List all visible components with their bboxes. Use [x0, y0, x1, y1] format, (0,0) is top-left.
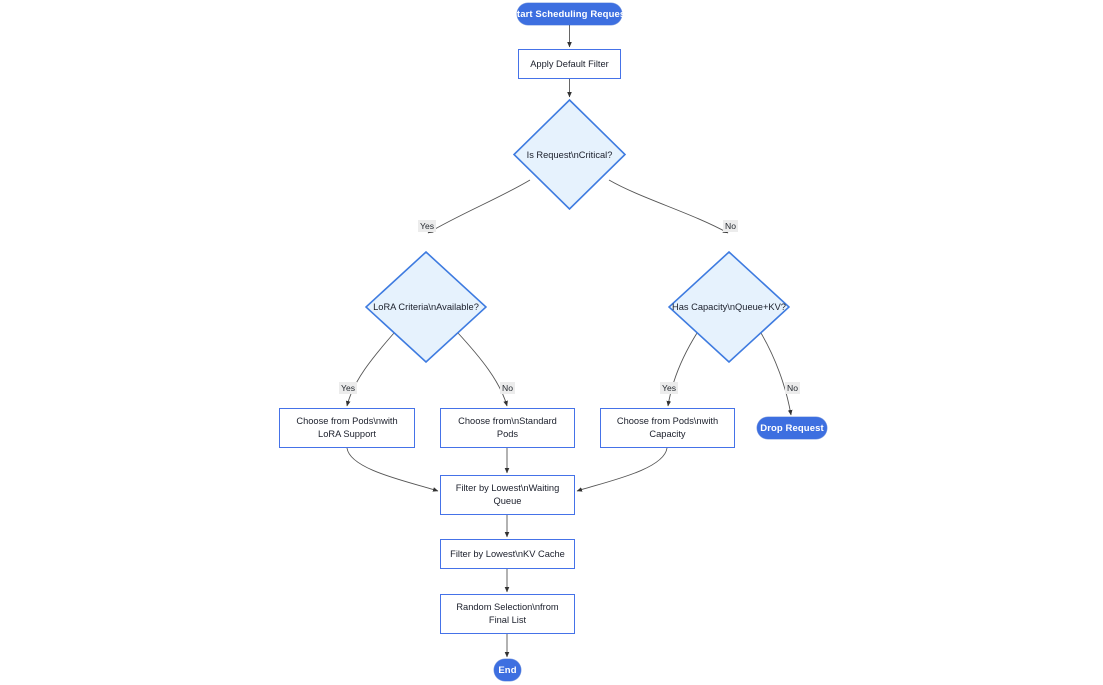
- node-label: Apply Default Filter: [530, 58, 609, 69]
- edge-critical-to-lora: [427, 179, 531, 234]
- node-label: Start Scheduling Request: [510, 8, 629, 20]
- edge-capacity-to-drop: [760, 332, 793, 416]
- edge-pods_lora-to-filter_queue: [346, 447, 439, 492]
- edge-lora-to-pods_std: [457, 332, 508, 407]
- node-label: Is Request\nCritical?: [526, 149, 613, 160]
- node-label: LoRA Criteria\nAvailable?: [373, 302, 479, 312]
- node-start[interactable]: Start Scheduling Request: [511, 3, 628, 25]
- diamond-shape: [365, 251, 487, 363]
- edge-label-critical-no: No: [723, 220, 738, 232]
- edge-label-lora-no: No: [500, 382, 515, 394]
- edge-paths: [345, 25, 793, 658]
- node-label: Filter by Lowest\nKV Cache: [450, 548, 565, 559]
- edge-label-capacity-yes: Yes: [660, 382, 679, 394]
- node-capacity[interactable]: Has Capacity\nQueue+KV?: [668, 251, 790, 363]
- edge-label-lora-yes: Yes: [339, 382, 358, 394]
- node-lora[interactable]: LoRA Criteria\nAvailable?: [365, 251, 487, 363]
- node-end[interactable]: End: [494, 659, 521, 681]
- edge-capacity-to-pods_cap: [666, 332, 698, 407]
- node-drop[interactable]: Drop Request: [757, 417, 827, 439]
- edge-label-capacity-no: No: [785, 382, 800, 394]
- edge-label-critical-yes: Yes: [418, 220, 437, 232]
- node-critical[interactable]: Is Request\nCritical?: [513, 99, 626, 210]
- node-label: Drop Request: [760, 422, 824, 434]
- diamond-shape: [668, 251, 790, 363]
- node-label: Has Capacity\nQueue+KV?: [672, 302, 786, 312]
- node-label: End: [498, 664, 517, 676]
- node-default[interactable]: Apply Default Filter: [518, 49, 621, 79]
- edge-lora-to-pods_lora: [345, 332, 395, 407]
- edge-pods_cap-to-filter_queue: [576, 447, 668, 492]
- edge-critical-to-capacity: [608, 179, 729, 234]
- node-filter_kv[interactable]: Filter by Lowest\nKV Cache: [440, 539, 575, 569]
- diamond-shape: [513, 99, 626, 210]
